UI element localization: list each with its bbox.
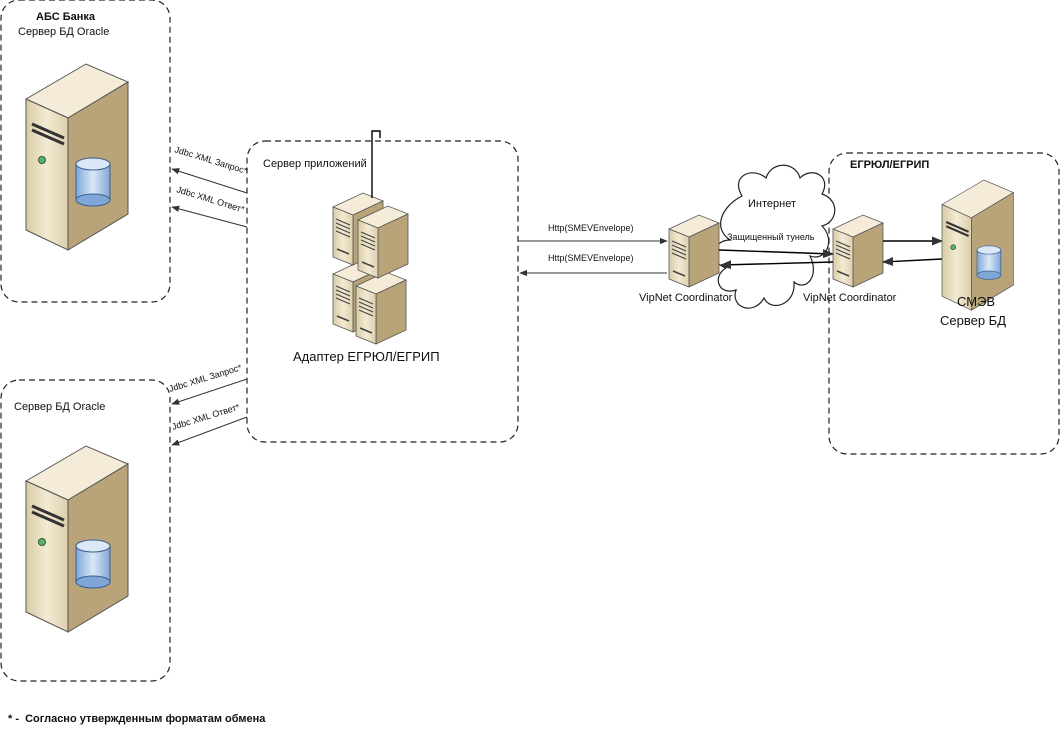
app-server-title: Сервер приложений [263,158,367,170]
zone-app-server [246,140,519,443]
vipnet-coordinator-right-icon [832,214,884,288]
jdbc-request-label-top: Jdbc XML Запрос* [173,144,249,176]
http-in-label: Http(SMEVEnvelope) [548,253,634,263]
jdbc-response-label-bottom: Jdbc XML Ответ* [171,402,242,432]
abs-bank-db-server-icon [24,62,130,252]
zone-abs-bank [0,0,171,303]
internet-label: Интернет [748,198,796,210]
jdbc-request-label-bottom: Jdbc XML Запрос* [168,362,244,394]
oracle-db-server-icon [24,444,130,634]
jdbc-response-arrow-bottom [171,416,248,446]
smev-label-line1: СМЭВ [957,294,995,309]
abs-bank-subtitle: Сервер БД Oracle [18,26,109,38]
jdbc-request-arrow-bottom [171,378,248,405]
smev-label-line2: Сервер БД [940,313,1006,328]
zone-oracle-db [0,379,171,682]
smev-db-server-icon [940,178,1015,312]
http-out-label: Http(SMEVEnvelope) [548,223,634,233]
app-server-cluster-icon [332,192,409,345]
egrul-title: ЕГРЮЛ/ЕГРИП [850,159,929,171]
connector-antenna [371,130,381,198]
jdbc-request-arrow-top [171,168,248,194]
jdbc-response-arrow-top [171,205,248,228]
tunnel-label: Защищенный тунель [727,232,815,242]
vipnet-coordinator-right-label: VipNet Coordinator [803,292,897,304]
footnote: * - Согласно утвержденным форматам обмен… [8,713,266,725]
abs-bank-title: АБС Банка [36,11,96,23]
vipnet-coordinator-left-icon [668,214,720,288]
tunnel-arrow-out [718,249,835,259]
tunnel-arrow-in [719,260,834,270]
oracle-db-title: Сервер БД Oracle [14,401,105,413]
adapter-label: Адаптер ЕГРЮЛ/ЕГРИП [293,349,440,364]
smev-response-arrow [881,257,943,266]
zone-egrul [828,152,1060,455]
vipnet-coordinator-left-label: VipNet Coordinator [639,292,733,304]
